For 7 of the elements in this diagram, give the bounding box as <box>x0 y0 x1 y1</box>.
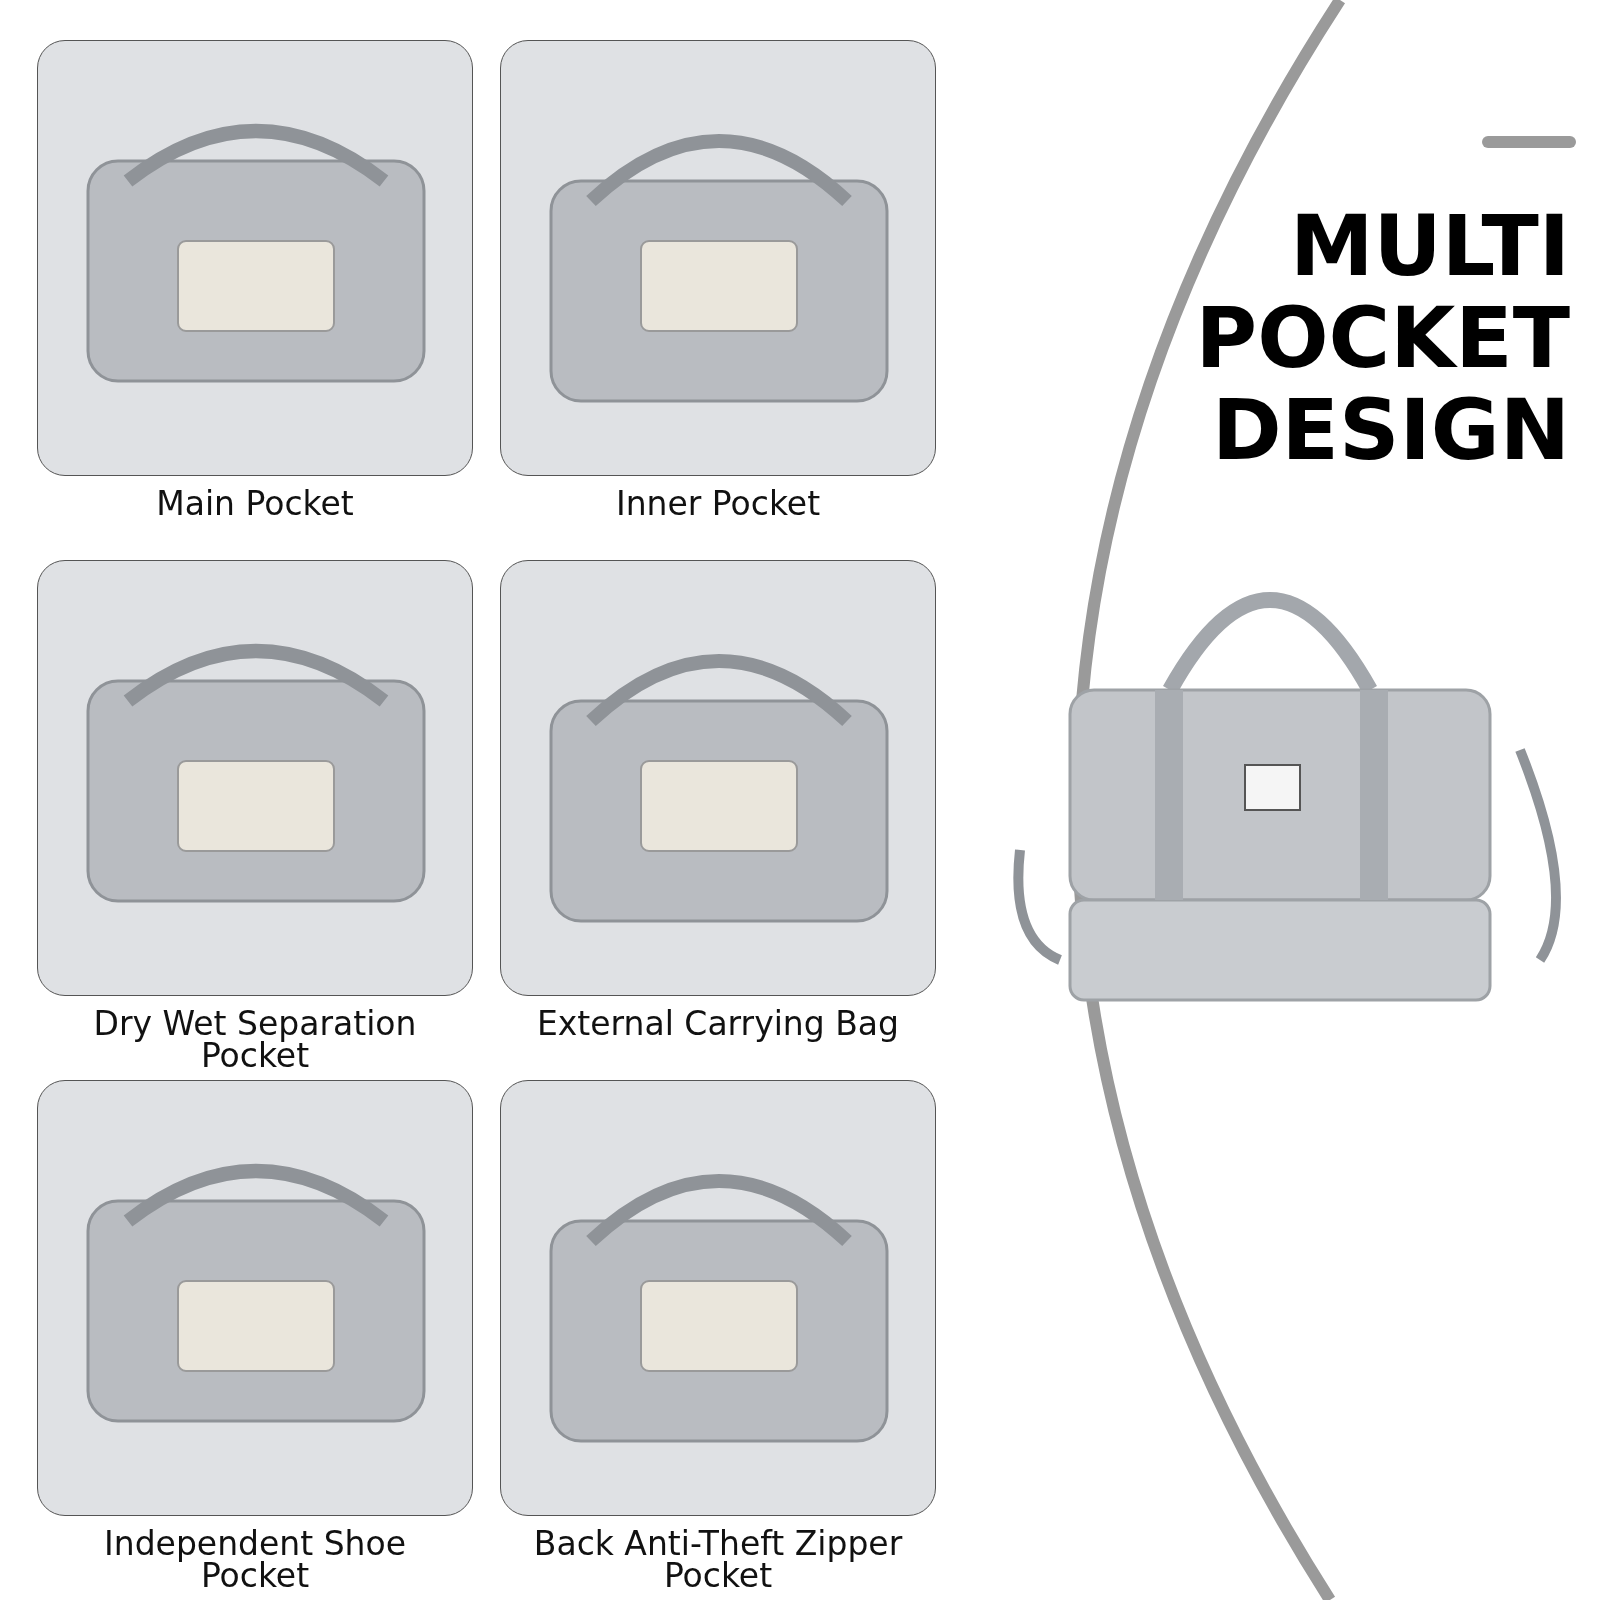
pocket-caption: Dry Wet Separation Pocket <box>92 1008 418 1072</box>
pocket-caption: Main Pocket <box>155 488 355 520</box>
pocket-caption: Independent Shoe Pocket <box>103 1528 407 1592</box>
pocket-caption: External Carrying Bag <box>535 1008 901 1040</box>
title: MULTI POCKET DESIGN <box>1194 200 1570 476</box>
pocket-caption: Inner Pocket <box>614 488 822 520</box>
pocket-caption: Back Anti-Theft Zipper Pocket <box>532 1528 904 1592</box>
